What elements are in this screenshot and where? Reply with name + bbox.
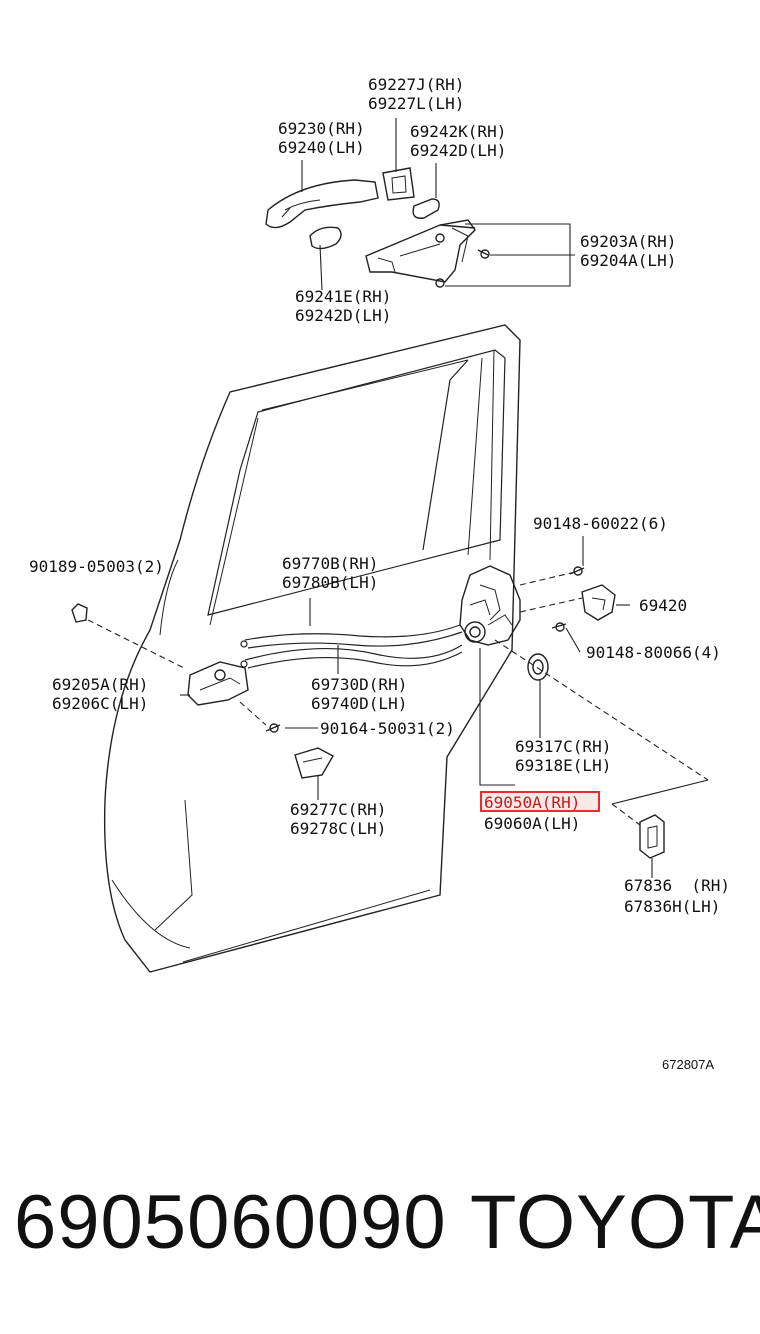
label-69770-rh: 69770B(RH) <box>282 554 378 573</box>
label-69050-lh: 69060A(LH) <box>484 814 580 833</box>
striker <box>581 584 616 621</box>
label-69770-lh: 69780B(LH) <box>282 573 378 592</box>
handle-bezel <box>294 747 334 779</box>
label-69241-lh: 69242D(LH) <box>295 306 391 325</box>
label-67836-rh: 67836 (RH) <box>624 876 730 895</box>
handle-cap <box>382 167 415 201</box>
frame-bolts <box>435 249 490 288</box>
label-69203-lh: 69204A(LH) <box>580 251 676 270</box>
dashed-lines <box>87 571 709 826</box>
label-69277-rh: 69277C(RH) <box>290 800 386 819</box>
brand-name: TOYOTA <box>470 1180 760 1265</box>
label-90148-60022: 90148-60022(6) <box>533 514 668 533</box>
label-69420: 69420 <box>639 596 687 615</box>
outside-handle <box>265 179 379 229</box>
door-lock-assembly <box>459 565 521 646</box>
leader-lines <box>180 118 709 878</box>
label-69730-lh: 69740D(LH) <box>311 694 407 713</box>
handle-pad <box>412 198 440 219</box>
highlight-box <box>480 791 600 812</box>
label-69230-rh: 69230(RH) <box>278 119 365 138</box>
label-69205-rh: 69205A(RH) <box>52 675 148 694</box>
label-69241-rh: 69241E(RH) <box>295 287 391 306</box>
handle-frame <box>365 219 476 283</box>
label-69230-lh: 69240(LH) <box>278 138 365 157</box>
label-67836-lh: 67836H(LH) <box>624 897 720 916</box>
label-69277-lh: 69278C(LH) <box>290 819 386 838</box>
label-90189-05003: 90189-05003(2) <box>29 557 164 576</box>
label-69227-lh: 69227L(LH) <box>368 94 464 113</box>
reference-code: 672807A <box>662 1057 714 1072</box>
label-90164-50031: 90164-50031(2) <box>320 719 455 738</box>
part-number: 6905060090 <box>14 1180 447 1265</box>
handle-gasket <box>309 226 342 250</box>
label-69203-rh: 69203A(RH) <box>580 232 676 251</box>
labels: 69227J(RH) 69227L(LH) 69230(RH) 69240(LH… <box>29 75 730 1072</box>
door-panel <box>103 324 521 973</box>
label-90148-80066: 90148-80066(4) <box>586 643 721 662</box>
label-69050-rh: 69050A(RH) <box>484 793 580 812</box>
clip <box>71 603 88 623</box>
label-69242-lh: 69242D(LH) <box>410 141 506 160</box>
screw-90164 <box>265 723 281 733</box>
control-cables <box>240 624 463 669</box>
label-69205-lh: 69206C(LH) <box>52 694 148 713</box>
label-69317-rh: 69317C(RH) <box>515 737 611 756</box>
label-69730-rh: 69730D(RH) <box>311 675 407 694</box>
label-69317-lh: 69318E(LH) <box>515 756 611 775</box>
label-69227-rh: 69227J(RH) <box>368 75 464 94</box>
label-69242-rh: 69242K(RH) <box>410 122 506 141</box>
footer: 6905060090 TOYOTA <box>0 1185 760 1305</box>
inside-handle <box>187 661 249 706</box>
lock-pad <box>639 814 665 859</box>
lock-cover <box>527 653 549 681</box>
